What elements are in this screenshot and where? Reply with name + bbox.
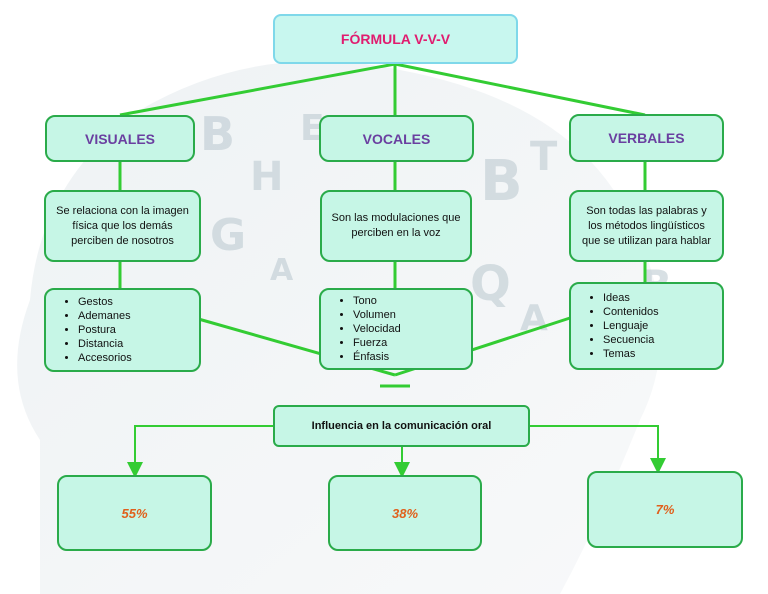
percent-vocales: 38% (328, 475, 482, 551)
item-list: Ideas Contenidos Lenguaje Secuencia Tema… (571, 291, 659, 361)
title-text: FÓRMULA V-V-V (340, 31, 451, 47)
item-list: Gestos Ademanes Postura Distancia Acceso… (46, 295, 132, 365)
category-label: VERBALES (608, 130, 685, 146)
list-item: Temas (603, 347, 659, 361)
percent-visuales: 55% (57, 475, 212, 551)
category-label: VOCALES (362, 130, 431, 147)
svg-text:B: B (200, 107, 235, 161)
list-item: Accesorios (78, 351, 132, 365)
list-verbales: Ideas Contenidos Lenguaje Secuencia Tema… (569, 282, 724, 370)
description-text: Son todas las palabras y los métodos lin… (581, 204, 712, 247)
description-text: Se relaciona con la imagen física que lo… (56, 204, 189, 247)
percent-value: 55% (121, 505, 148, 521)
list-vocales: Tono Volumen Velocidad Fuerza Énfasis (319, 288, 473, 370)
list-item: Postura (78, 323, 132, 337)
list-visuales: Gestos Ademanes Postura Distancia Acceso… (44, 288, 201, 372)
list-item: Ademanes (78, 309, 132, 323)
description-vocales: Son las modulaciones que perciben en la … (320, 190, 472, 262)
list-item: Tono (353, 294, 401, 308)
description-text: Son las modulaciones que perciben en la … (331, 212, 461, 239)
category-vocales: VOCALES (319, 115, 474, 162)
list-item: Énfasis (353, 350, 401, 364)
description-verbales: Son todas las palabras y los métodos lin… (569, 190, 724, 262)
item-list: Tono Volumen Velocidad Fuerza Énfasis (321, 294, 401, 364)
svg-text:T: T (530, 134, 558, 180)
influence-label: Influencia en la comunicación oral (311, 420, 492, 432)
list-item: Velocidad (353, 322, 401, 336)
list-item: Ideas (603, 291, 659, 305)
percent-value: 7% (655, 502, 675, 517)
list-item: Gestos (78, 295, 132, 309)
percent-value: 38% (391, 505, 419, 521)
category-verbales: VERBALES (569, 114, 724, 162)
svg-text:H: H (250, 154, 283, 200)
svg-text:A: A (270, 253, 294, 288)
list-item: Secuencia (603, 333, 659, 347)
svg-text:G: G (210, 210, 246, 261)
list-item: Fuerza (353, 336, 401, 350)
description-visuales: Se relaciona con la imagen física que lo… (44, 190, 201, 262)
svg-text:B: B (480, 149, 523, 214)
influence-box: Influencia en la comunicación oral (273, 405, 530, 447)
page-title: FÓRMULA V-V-V (273, 14, 518, 64)
svg-text:Q: Q (470, 256, 511, 312)
list-item: Contenidos (603, 305, 659, 319)
category-label: VISUALES (84, 130, 155, 147)
category-visuales: VISUALES (45, 115, 195, 162)
list-item: Volumen (353, 308, 401, 322)
list-item: Distancia (78, 337, 132, 351)
list-item: Lenguaje (603, 319, 659, 333)
percent-verbales: 7% (587, 471, 743, 548)
